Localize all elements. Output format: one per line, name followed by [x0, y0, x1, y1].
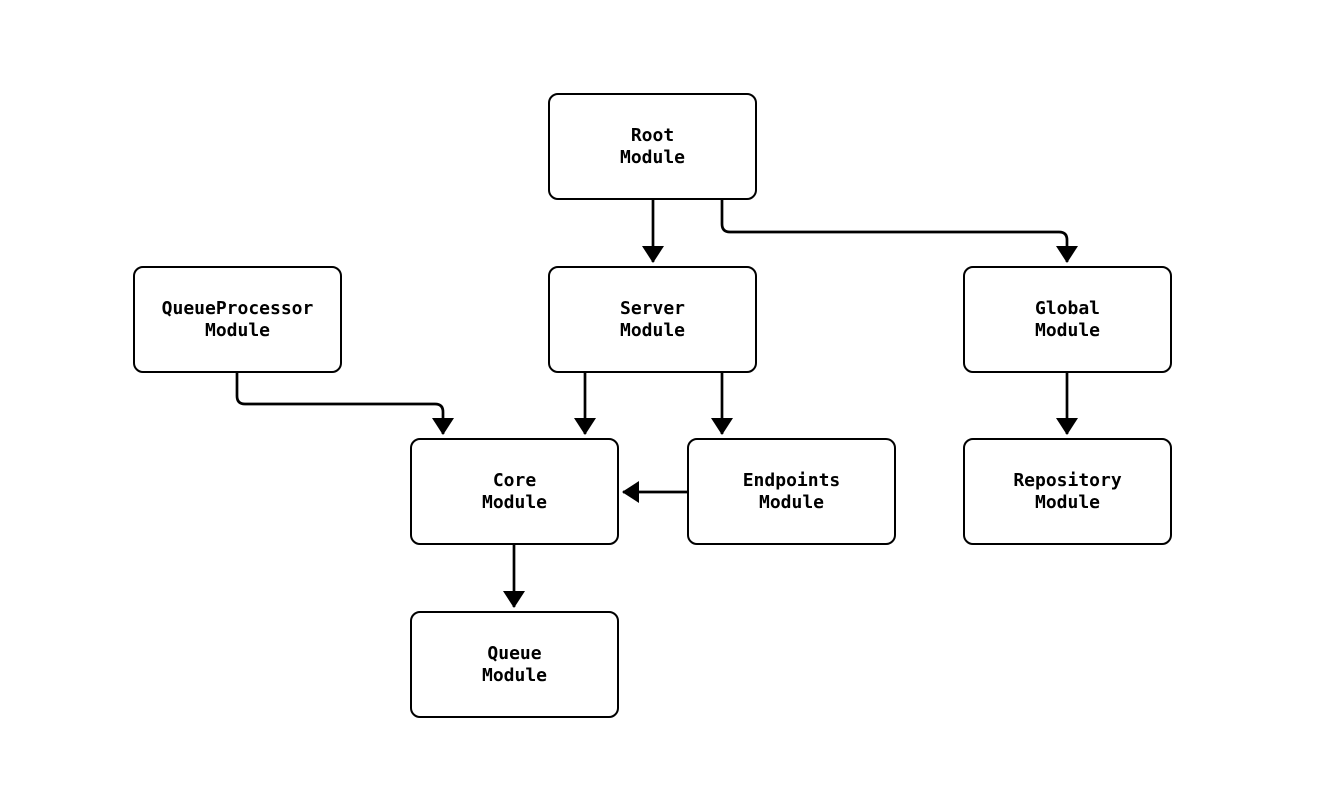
node-core-module: Core Module: [410, 438, 619, 545]
node-label-line: Server: [619, 297, 686, 319]
node-label-line: Module: [1034, 491, 1101, 513]
node-label-line: Global: [1034, 297, 1101, 319]
node-endpoints-module: Endpoints Module: [687, 438, 896, 545]
node-label-line: Core: [492, 469, 537, 491]
node-server-module: Server Module: [548, 266, 757, 373]
node-queue-module: Queue Module: [410, 611, 619, 718]
node-repository-module: Repository Module: [963, 438, 1172, 545]
edge-queueprocessor-to-core: [235, 373, 454, 435]
node-label-line: Module: [481, 664, 548, 686]
node-label-line: Module: [758, 491, 825, 513]
node-label-line: Module: [481, 491, 548, 513]
node-label-line: Root: [630, 124, 675, 146]
node-queueprocessor-module: QueueProcessor Module: [133, 266, 342, 373]
node-label-line: Queue: [487, 642, 542, 664]
node-label-line: Module: [619, 319, 686, 341]
node-label-line: Endpoints: [742, 469, 841, 491]
node-label-line: Module: [619, 146, 686, 168]
node-global-module: Global Module: [963, 266, 1172, 373]
node-label-line: Module: [1034, 319, 1101, 341]
node-root-module: Root Module: [548, 93, 757, 200]
node-label-line: QueueProcessor: [161, 297, 314, 319]
edge-root-to-global: [720, 200, 1078, 263]
node-label-line: Repository: [1013, 469, 1122, 491]
node-label-line: Module: [204, 319, 271, 341]
